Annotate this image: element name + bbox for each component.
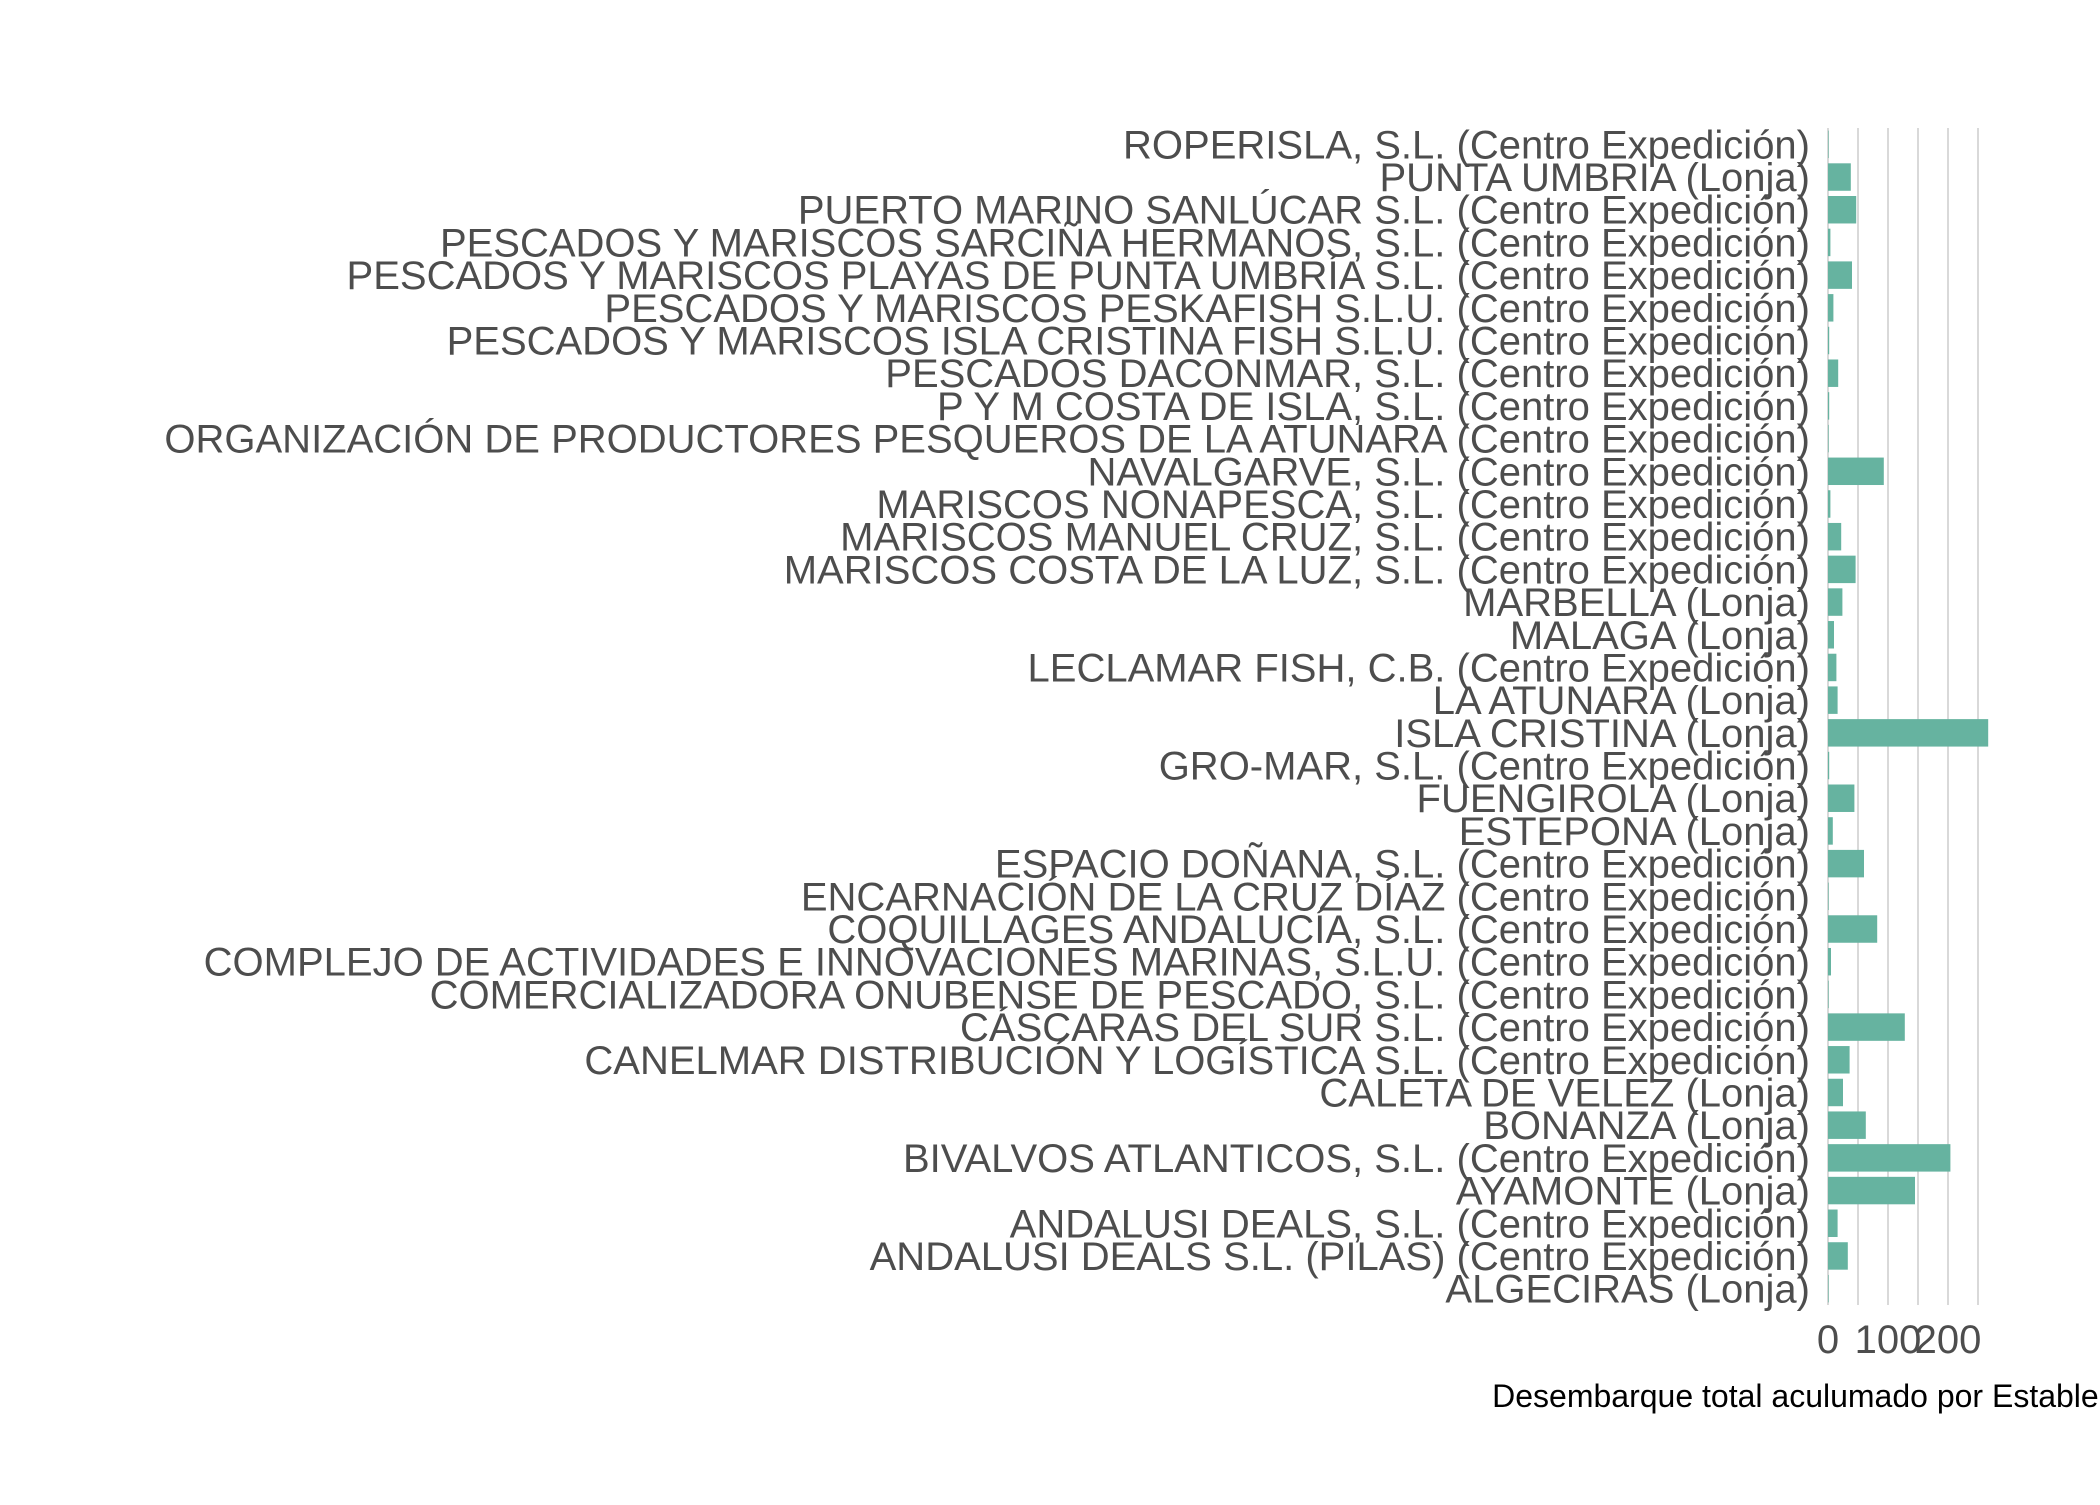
category-label: CÁSCARAS DEL SUR S.L. (Centro Expedición… [960, 1005, 1810, 1050]
bar [1828, 784, 1855, 812]
category-label: BONANZA (Lonja) [1483, 1104, 1810, 1148]
category-label: MARISCOS NONAPESCA, S.L. (Centro Expedic… [876, 483, 1810, 527]
category-labels: ROPERISLA, S.L. (Centro Expedición)PUNTA… [164, 123, 1810, 1311]
x-tick-label: 0 [1817, 1318, 1839, 1362]
category-label: ENCARNACIÓN DE LA CRUZ DÍAZ (Centro Expe… [801, 874, 1810, 919]
bars [1828, 130, 1989, 1303]
category-label: COQUILLAGES ANDALUCÍA, S.L. (Centro Expe… [827, 907, 1810, 952]
category-label: PESCADOS DACONMAR, S.L. (Centro Expedici… [885, 352, 1810, 396]
category-label: CANELMAR DISTRIBUCIÓN Y LOGÍSTICA S.L. (… [584, 1038, 1810, 1083]
bar [1828, 261, 1852, 289]
category-label: ANDALUSI DEALS, S.L. (Centro Expedición) [1010, 1202, 1810, 1246]
bar [1828, 980, 1829, 1009]
bar [1828, 1111, 1866, 1139]
bar [1828, 228, 1831, 257]
category-label: ROPERISLA, S.L. (Centro Expedición) [1123, 123, 1810, 167]
bar [1828, 882, 1829, 911]
bar [1828, 1209, 1838, 1237]
bar [1828, 424, 1829, 453]
category-label: MARBELLA (Lonja) [1463, 581, 1810, 625]
category-label: BIVALVOS ATLANTICOS, S.L. (Centro Expedi… [903, 1137, 1810, 1181]
category-label: COMERCIALIZADORA ONUBENSE DE PESCADO, S.… [430, 973, 1810, 1017]
category-label: NAVALGARVE, S.L. (Centro Expedición) [1087, 450, 1810, 494]
bar [1828, 849, 1864, 878]
category-label: PESCADOS Y MARISCOS PLAYAS DE PUNTA UMBR… [347, 253, 1810, 298]
bar [1828, 1274, 1829, 1303]
x-axis-title: Desembarque total aculumado por Establec… [1492, 1378, 2100, 1414]
bar [1828, 294, 1834, 322]
category-label: PUNTA UMBRIA (Lonja) [1380, 156, 1811, 200]
category-label: LECLAMAR FISH, C.B. (Centro Expedición) [1028, 646, 1810, 690]
bar [1828, 1013, 1905, 1041]
category-label: MARISCOS COSTA DE LA LUZ, S.L. (Centro E… [784, 548, 1810, 592]
category-label: PESCADOS Y MARISCOS SARCIÑA HERMANOS, S.… [440, 220, 1810, 265]
category-label: CALETA DE VELEZ (Lonja) [1319, 1071, 1810, 1115]
category-label: LA ATUNARA (Lonja) [1433, 679, 1810, 723]
category-label: ISLA CRISTINA (Lonja) [1394, 712, 1810, 756]
category-label: ESPACIO DOÑANA, S.L. (Centro Expedición) [995, 842, 1810, 887]
category-label: GRO-MAR, S.L. (Centro Expedición) [1159, 745, 1810, 789]
category-label: MARISCOS MANUEL CRUZ, S.L. (Centro Exped… [840, 516, 1810, 560]
bar [1828, 555, 1856, 584]
bar [1828, 751, 1830, 780]
bar [1828, 915, 1878, 943]
bar [1828, 947, 1831, 976]
grid-lines [1827, 128, 1979, 1305]
bar [1828, 522, 1842, 551]
category-label: AYAMONTE (Lonja) [1456, 1170, 1810, 1214]
bar [1828, 1078, 1843, 1107]
bar [1828, 653, 1837, 682]
bar [1828, 588, 1843, 616]
bar [1828, 457, 1884, 486]
category-label: ALGECIRAS (Lonja) [1445, 1268, 1810, 1312]
category-label: PUERTO MARINO SANLÚCAR S.L. (Centro Expe… [798, 188, 1810, 233]
bar [1828, 490, 1831, 518]
bar [1828, 392, 1830, 420]
category-label: ESTEPONA (Lonja) [1459, 810, 1810, 854]
bar [1828, 196, 1857, 224]
category-label: ANDALUSI DEALS S.L. (PILAS) (Centro Expe… [870, 1235, 1810, 1279]
bar [1828, 130, 1829, 159]
category-label: FUENGIROLA (Lonja) [1417, 777, 1810, 821]
bar [1828, 1046, 1850, 1074]
bar [1828, 326, 1830, 355]
bar [1828, 1144, 1951, 1172]
bar [1828, 359, 1839, 387]
category-label: COMPLEJO DE ACTIVIDADES E INNOVACIONES M… [204, 941, 1810, 985]
category-label: ORGANIZACIÓN DE PRODUCTORES PESQUEROS DE… [164, 417, 1810, 462]
bar [1828, 1176, 1915, 1205]
category-label: PESCADOS Y MARISCOS PESKAFISH S.L.U. (Ce… [604, 287, 1810, 331]
bar [1828, 621, 1834, 649]
category-label: PESCADOS Y MARISCOS ISLA CRISTINA FISH S… [447, 320, 1810, 364]
bar [1828, 686, 1838, 714]
x-tick-label: 200 [1915, 1318, 1982, 1362]
bar [1828, 817, 1833, 845]
category-label: P Y M COSTA DE ISLA, S.L. (Centro Expedi… [937, 385, 1810, 429]
bar [1828, 719, 1989, 747]
bar [1828, 163, 1851, 191]
bar [1828, 1242, 1848, 1270]
category-label: MALAGA (Lonja) [1510, 614, 1810, 658]
x-tick-label: 100 [1855, 1318, 1922, 1362]
